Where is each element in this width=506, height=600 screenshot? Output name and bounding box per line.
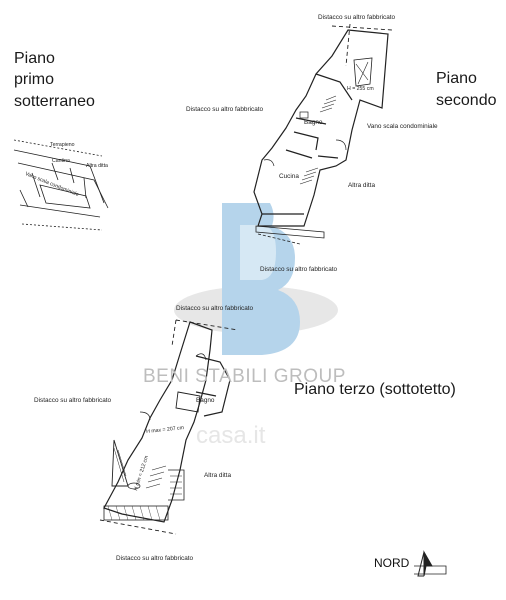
second-floor-title-line1: Piano: [436, 70, 477, 87]
second-floor-cucina: Cucina: [279, 173, 299, 180]
third-floor-bagno: Bagno: [196, 397, 215, 404]
watermark-brand: BENI STABILI GROUP: [143, 366, 346, 387]
second-floor-vano-scala: Vano scala condominiale: [367, 123, 438, 130]
second-floor-distacco-top: Distacco su altro fabbricato: [318, 14, 396, 21]
watermark-logo: [174, 203, 338, 355]
third-floor-distacco-bottom: Distacco su altro fabbricato: [116, 555, 194, 562]
second-floor-altra-ditta: Altra ditta: [348, 182, 375, 189]
basement-label-terrapieno: Terrapieno: [50, 142, 75, 148]
basement-plan: [13, 139, 109, 231]
third-floor-altra-ditta: Altra ditta: [204, 472, 231, 479]
north-arrow-icon: [414, 550, 447, 577]
second-floor-plan: [253, 23, 393, 245]
third-floor-distacco-top: Distacco su altro fabbricato: [176, 305, 254, 312]
second-floor-bagno: Bagno: [304, 119, 323, 126]
third-floor-distacco-left: Distacco su altro fabbricato: [34, 397, 112, 404]
north-label: NORD: [374, 556, 410, 570]
basement-title-line1: Piano: [14, 50, 55, 67]
third-floor-plan: [99, 319, 239, 535]
basement-label-altra-ditta: Altra ditta: [86, 163, 108, 169]
second-floor-distacco-bottom: Distacco su altro fabbricato: [260, 266, 338, 273]
basement-title-line3: sotterraneo: [14, 93, 95, 110]
second-floor-height: H = 255 cm: [347, 86, 374, 92]
basement-label-cantina: Cantina: [52, 158, 70, 164]
third-floor-title: Piano terzo (sottotetto): [294, 381, 456, 398]
watermark-site: casa.it: [196, 422, 266, 449]
second-floor-title-line2: secondo: [436, 92, 497, 109]
second-floor-distacco-left: Distacco su altro fabbricato: [186, 106, 264, 113]
basement-title-line2: primo: [14, 71, 55, 88]
